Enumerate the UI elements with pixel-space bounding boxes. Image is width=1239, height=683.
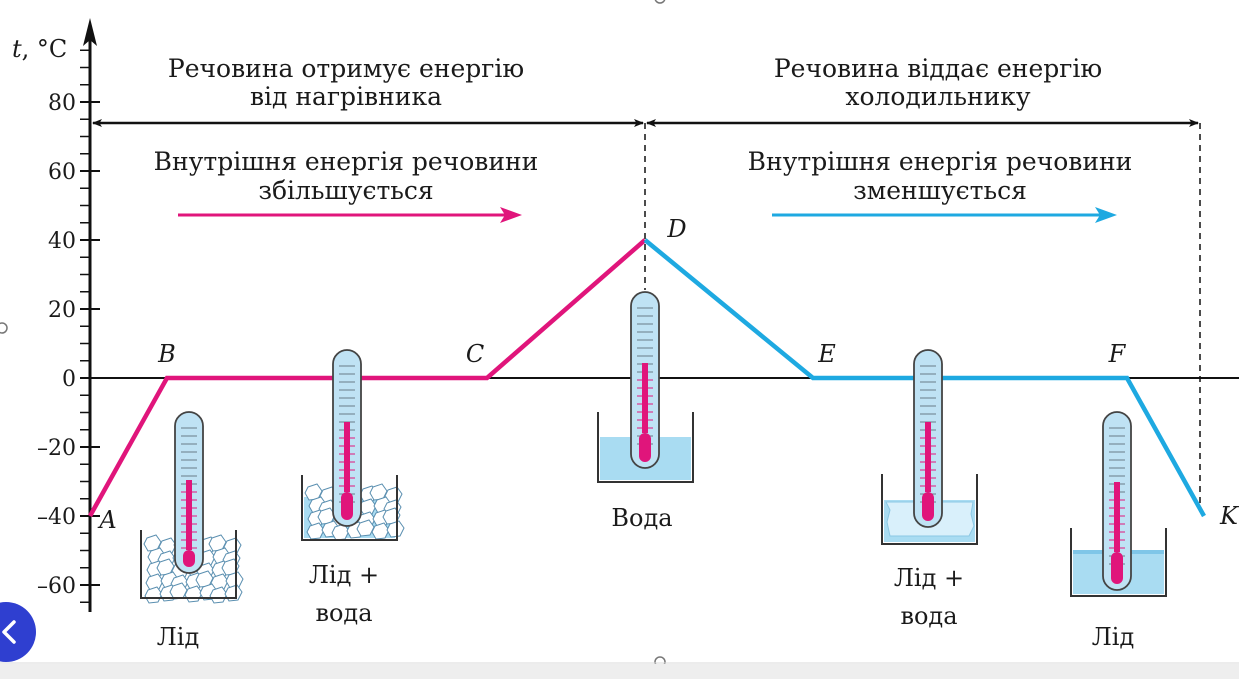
caption-mix-2-line1: Лід + bbox=[894, 564, 964, 592]
ice-cube bbox=[184, 585, 203, 603]
caption-mix-1-line2: вода bbox=[315, 599, 372, 627]
thermometer-column bbox=[642, 363, 648, 433]
illustrations bbox=[140, 291, 1167, 604]
ice-cube bbox=[306, 522, 325, 540]
energy-note-right-line1: Внутрішня енергія речовини bbox=[748, 147, 1133, 176]
bottom-bar bbox=[0, 664, 1239, 679]
illustration-ice-1 bbox=[140, 411, 244, 604]
banner-left-line1: Речовина отримує енергію bbox=[168, 54, 524, 83]
caption-water: Вода bbox=[611, 504, 672, 532]
thermometer-column bbox=[925, 422, 931, 492]
resize-handle-left[interactable] bbox=[0, 322, 8, 334]
y-axis-arrow bbox=[83, 18, 97, 46]
thermometer-bulb bbox=[922, 492, 934, 521]
thermometer-bulb bbox=[341, 492, 353, 520]
increase-arrow bbox=[178, 207, 522, 223]
tick-label: –60 bbox=[37, 574, 76, 599]
resize-handle-top[interactable] bbox=[654, 0, 666, 4]
caption-ice-2: Лід bbox=[1092, 623, 1134, 651]
point-label-d: D bbox=[666, 215, 686, 243]
decrease-arrow bbox=[772, 207, 1117, 223]
energy-note-left-line2: збільшується bbox=[258, 176, 433, 205]
energy-note-right-line2: зменшується bbox=[853, 176, 1027, 205]
y-axis-title: t, °C bbox=[12, 35, 67, 63]
illustration-mix-2 bbox=[881, 349, 978, 545]
chevron-left-icon bbox=[2, 620, 16, 644]
illustration-ice-2 bbox=[1070, 411, 1167, 597]
beaker-outline bbox=[140, 530, 237, 599]
point-label-f: F bbox=[1108, 340, 1127, 368]
thermometer-bulb bbox=[183, 550, 195, 567]
ice-cube bbox=[371, 522, 390, 540]
point-label-a: A bbox=[97, 506, 116, 534]
cooling-curve bbox=[643, 238, 1206, 518]
tick-label: 60 bbox=[48, 160, 76, 185]
beaker-outline bbox=[301, 475, 398, 541]
point-label-c: C bbox=[466, 340, 484, 368]
thermometer-bulb bbox=[639, 433, 651, 462]
series-layer bbox=[88, 238, 1206, 518]
thermometer-column bbox=[186, 480, 192, 550]
banner-right-line1: Речовина віддає енергію bbox=[774, 54, 1102, 83]
caption-mix-1-line1: Лід + bbox=[309, 561, 379, 589]
thermometer-bulb bbox=[1111, 552, 1123, 584]
banner-left-line2: від нагрівника bbox=[250, 82, 442, 111]
beaker-outline bbox=[1070, 528, 1167, 597]
y-axis-major-ticks bbox=[80, 101, 100, 586]
beaker-outline bbox=[881, 474, 978, 545]
ice-cube bbox=[144, 586, 163, 604]
tick-label: 20 bbox=[48, 298, 76, 323]
banner-right-line2: холодильнику bbox=[845, 82, 1031, 111]
point-label-e: E bbox=[817, 340, 836, 368]
energy-note-left-line1: Внутрішня енергія речовини bbox=[154, 147, 539, 176]
tick-label: 0 bbox=[62, 367, 76, 392]
tick-label: –40 bbox=[37, 505, 76, 530]
beaker-outline bbox=[597, 412, 694, 483]
y-axis-minor-ticks bbox=[80, 49, 90, 603]
tick-label: –20 bbox=[37, 436, 76, 461]
ice-cube bbox=[356, 519, 375, 537]
back-button[interactable] bbox=[0, 602, 36, 662]
illustration-water bbox=[597, 291, 694, 483]
thermometer-column bbox=[344, 422, 350, 492]
thermometer-column bbox=[1114, 482, 1120, 552]
caption-ice-1: Лід bbox=[157, 623, 199, 651]
caption-mix-2-line2: вода bbox=[900, 602, 957, 630]
heating-curve bbox=[88, 238, 647, 518]
y-axis-tick-labels: 80 60 40 20 0 –20 –40 –60 bbox=[37, 91, 76, 599]
tick-label: 80 bbox=[48, 91, 76, 116]
point-label-b: B bbox=[157, 340, 176, 368]
illustration-mix-1 bbox=[301, 349, 405, 541]
ice-cube bbox=[386, 520, 405, 538]
point-label-k: K bbox=[1219, 502, 1239, 530]
point-labels: A B C D E F K bbox=[97, 215, 1239, 534]
tick-label: 40 bbox=[48, 229, 76, 254]
